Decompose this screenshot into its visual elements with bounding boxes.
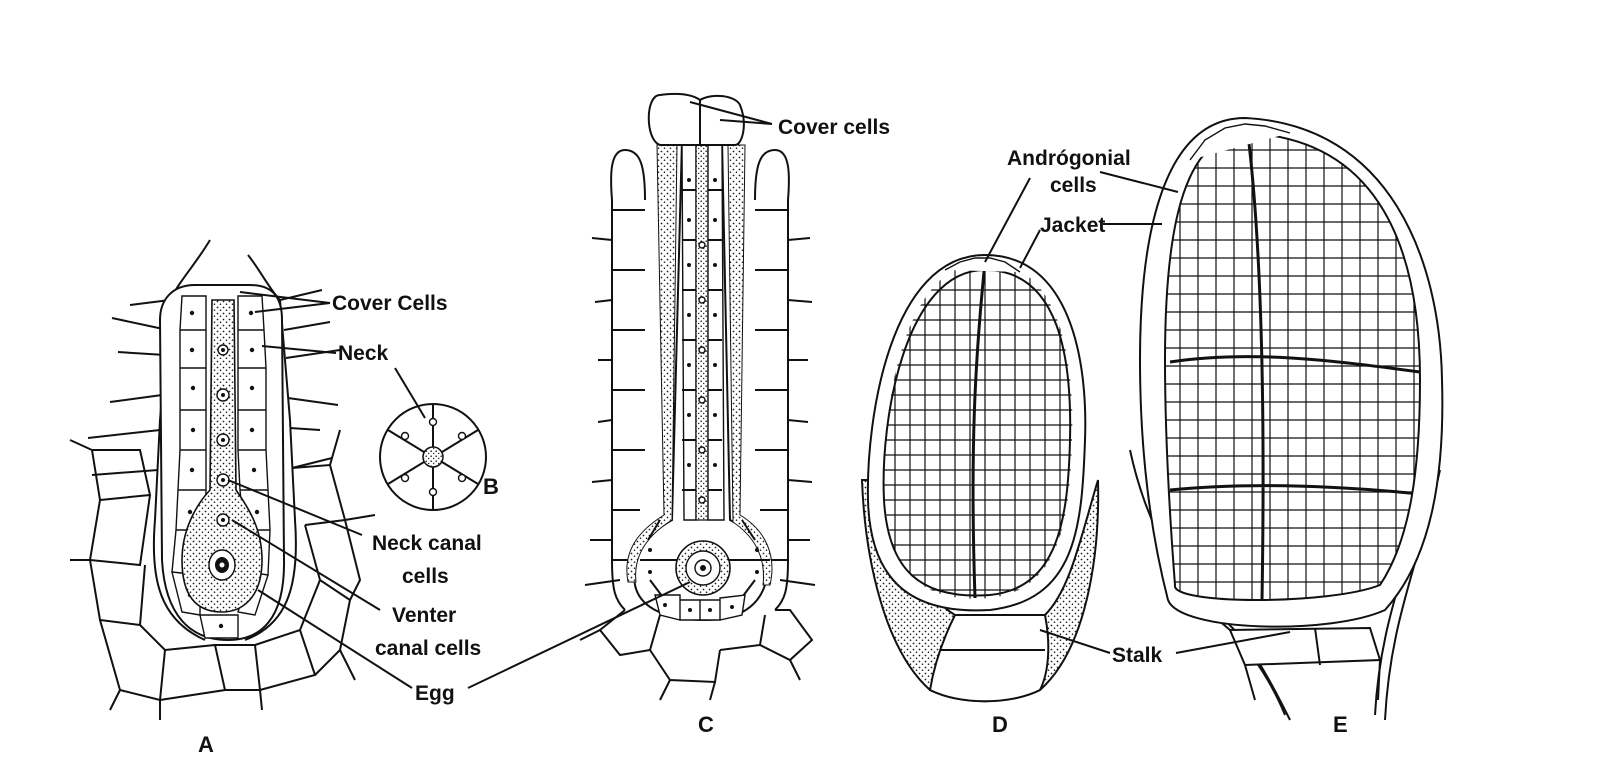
label-neck: Neck — [338, 342, 389, 365]
label-neck-canal-line2: cells — [402, 565, 449, 588]
label-neck-canal-line1: Neck canal — [372, 532, 482, 555]
caption-a: A — [198, 732, 214, 757]
label-venter-line1: Venter — [392, 604, 456, 627]
label-cover-cells-a: Cover Cells — [332, 292, 448, 315]
label-cover-cells-c: Cover cells — [778, 116, 890, 139]
figure-a — [69, 239, 376, 720]
caption-d: D — [992, 712, 1008, 737]
figure-b-neck-cross-section — [379, 403, 487, 511]
caption-e: E — [1333, 712, 1348, 737]
leader-lines — [227, 101, 1291, 689]
androgonial-cells-e — [1165, 133, 1420, 600]
cover-cells-c — [647, 92, 701, 146]
figure-d — [860, 253, 1100, 703]
labels: Cover Cells Neck Neck canal cells Venter… — [198, 116, 1348, 757]
label-jacket: Jacket — [1040, 214, 1105, 237]
caption-c: C — [698, 712, 714, 737]
label-androgonial-line2: cells — [1050, 174, 1097, 197]
label-venter-line2: canal cells — [375, 637, 481, 660]
label-stalk: Stalk — [1112, 644, 1163, 667]
egg-nucleus-a — [208, 549, 236, 581]
label-egg: Egg — [415, 682, 455, 705]
figure-c-surrounding-tissue — [579, 149, 816, 701]
figure-e — [1129, 116, 1444, 721]
androgonial-cells-d — [884, 262, 1073, 599]
figure-a-surrounding-tissue — [69, 239, 376, 720]
caption-b: B — [483, 474, 499, 499]
label-androgonial-line1: Andrógonial — [1007, 147, 1131, 170]
neck-canal-a — [181, 299, 263, 613]
egg-c — [675, 540, 731, 596]
figure-c — [579, 92, 816, 701]
